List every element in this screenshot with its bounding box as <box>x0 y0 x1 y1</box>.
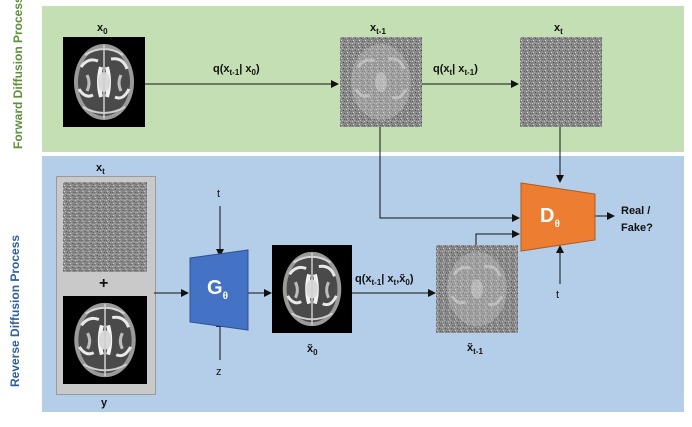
label-t-generator: t <box>217 188 221 200</box>
label-xt-input: xt <box>96 162 105 177</box>
label-x0: x0 <box>97 22 108 37</box>
output-label-fake: Fake? <box>621 222 653 234</box>
discriminator-label: Dθ <box>540 205 560 230</box>
generator-block <box>189 249 249 331</box>
label-q-xt-given-xt-1: q(xt| xt-1) <box>433 63 478 78</box>
label-q-xt-1-given-xt-x0hat: q(xt-1| xt,x̃0) <box>355 273 414 288</box>
generator-label: Gθ <box>207 277 228 302</box>
label-z: z <box>216 366 222 378</box>
discriminator-block <box>520 182 596 252</box>
label-xt-1-hat: x̃t-1 <box>467 342 483 357</box>
output-label-real: Real / <box>621 205 651 217</box>
label-x0-hat: x̃0 <box>307 343 318 358</box>
label-q-xt-1-given-x0: q(xt-1| x0) <box>213 63 260 78</box>
label-t-discriminator: t <box>556 289 560 301</box>
plus-sign: + <box>99 275 109 292</box>
label-xt-1: xt-1 <box>370 22 386 37</box>
label-y: y <box>101 397 108 409</box>
label-xt: xt <box>554 22 563 37</box>
